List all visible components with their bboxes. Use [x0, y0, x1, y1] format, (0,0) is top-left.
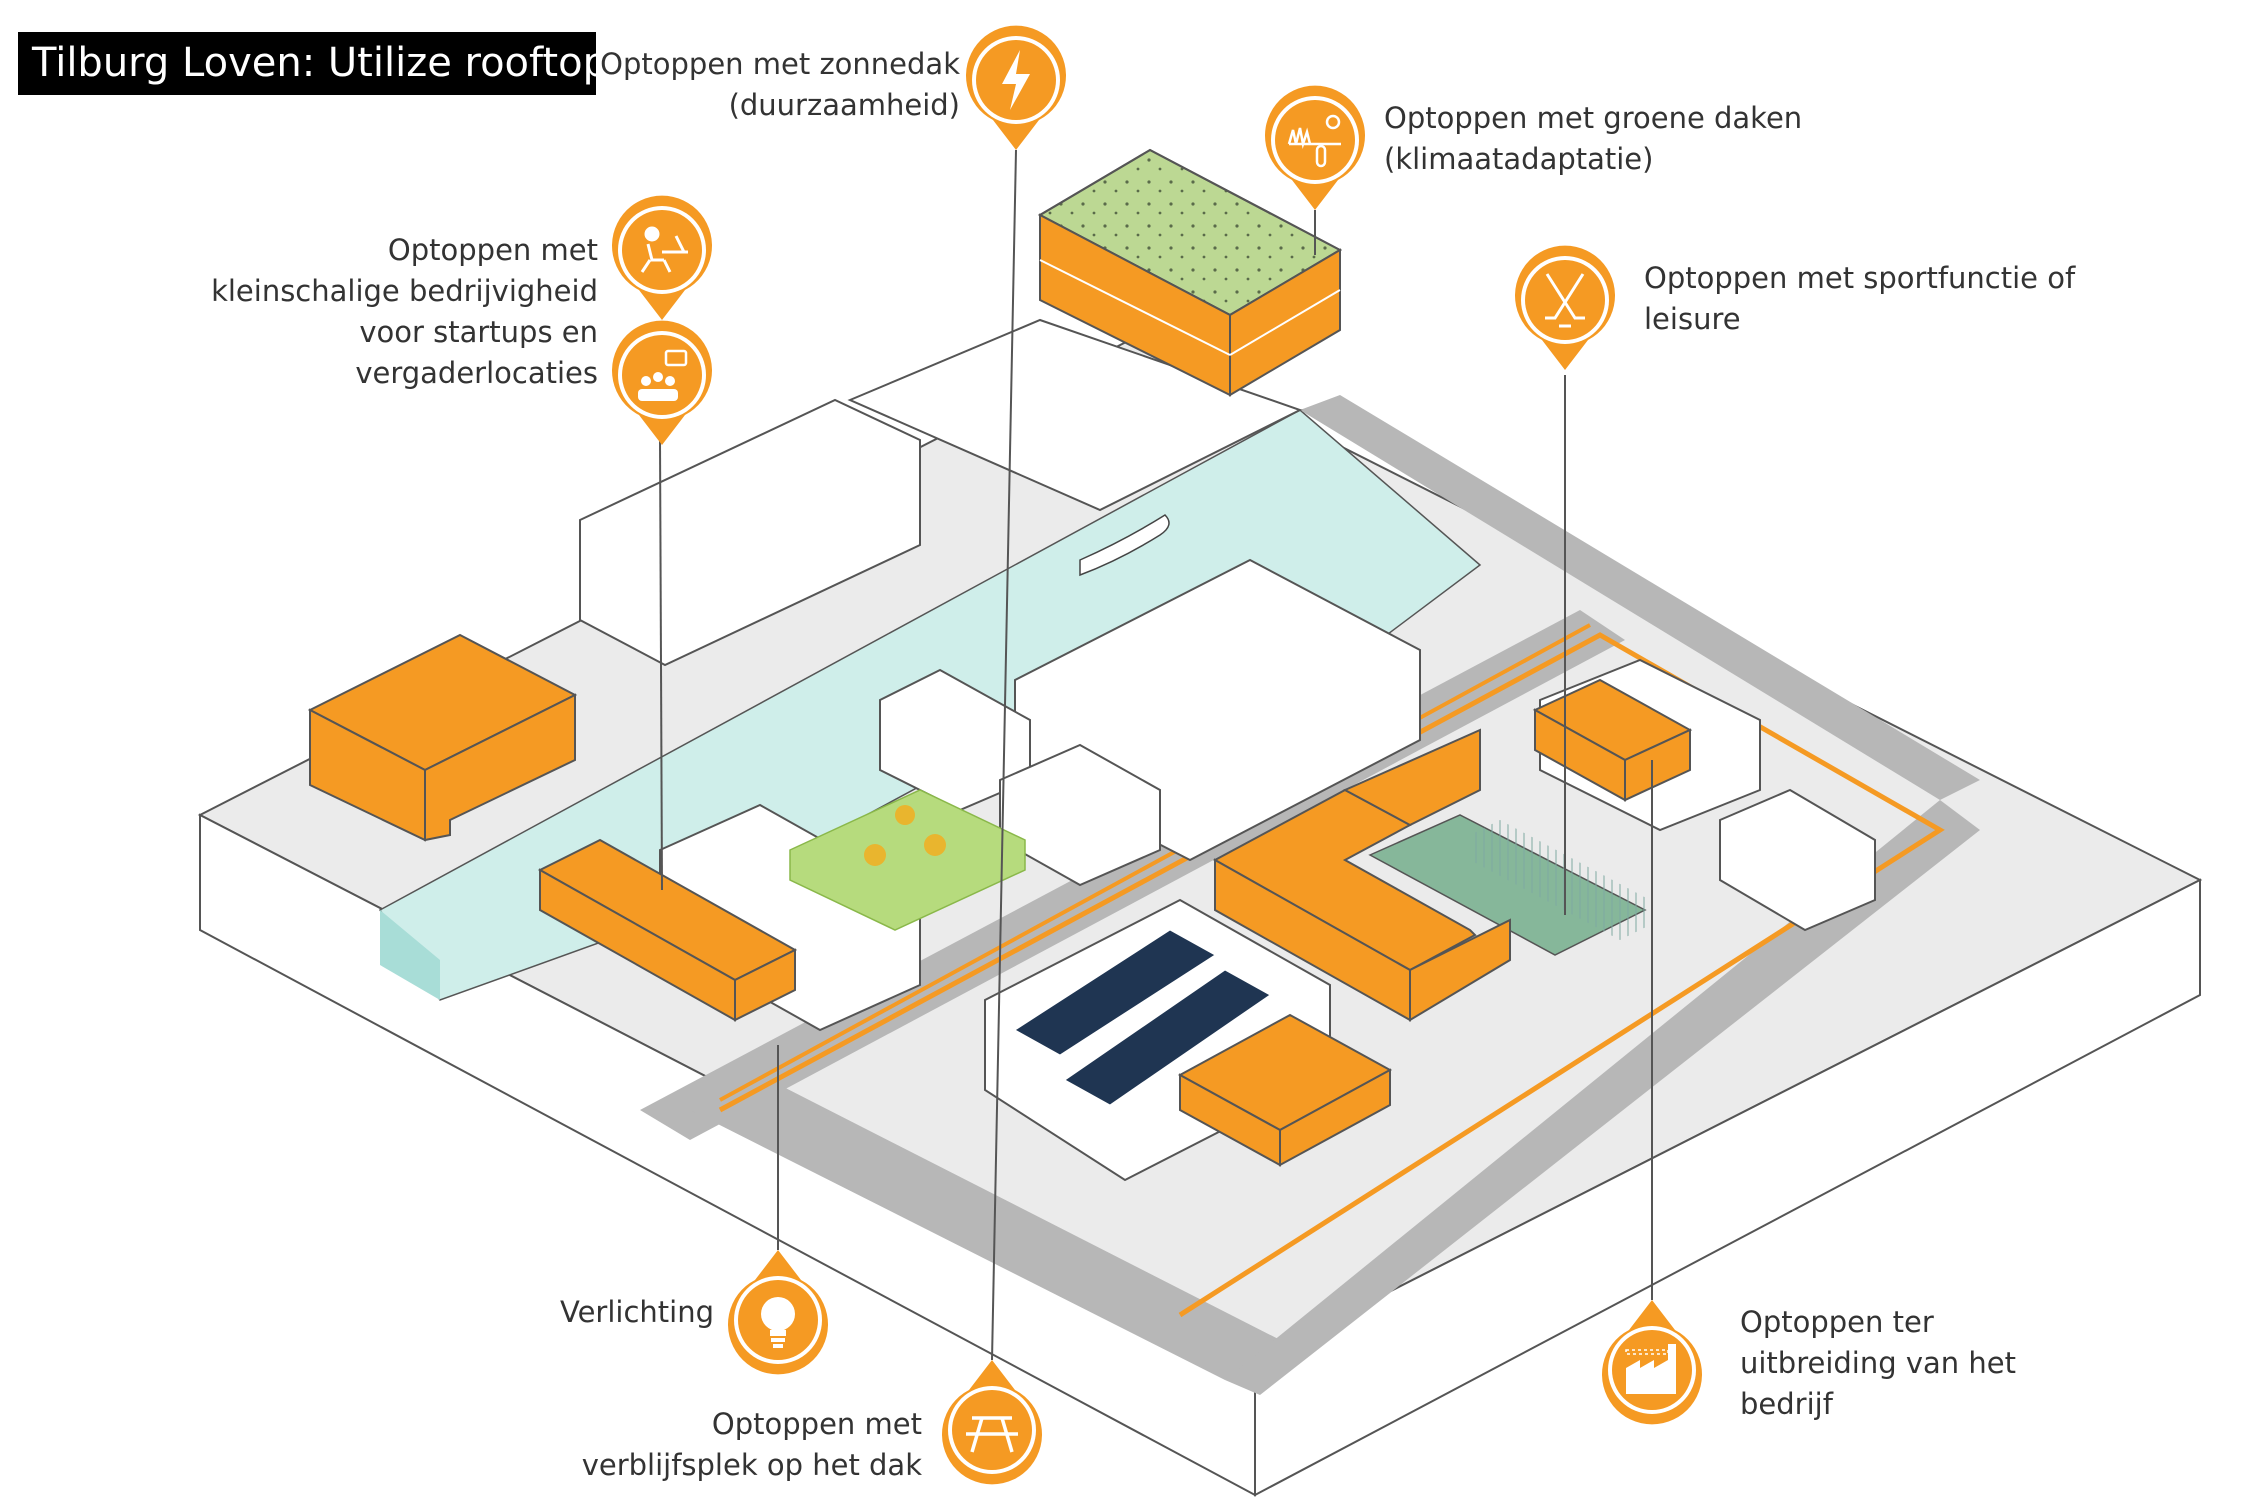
- orange-buildings: [307, 148, 1693, 1167]
- label-lighting: Verlichting: [559, 1295, 714, 1329]
- south-building: [1177, 1013, 1393, 1167]
- crossed-hockey-sticks-icon: [1545, 273, 1585, 328]
- label-solar: Optoppen met zonnedak(duurzaamheid): [600, 47, 960, 122]
- meeting-group-icon: [638, 349, 688, 401]
- expansion-building: [1532, 678, 1693, 802]
- green-park: [789, 789, 1026, 931]
- lightning-bolt-icon: [1002, 50, 1030, 110]
- callout-pins: [612, 25, 1702, 1485]
- pin-person-desk: [612, 195, 712, 320]
- grass-sun-thermometer-icon: [1287, 114, 1341, 168]
- sports-field: [1368, 814, 1650, 956]
- solar-panels: [1014, 929, 1271, 1106]
- pin-sport: [1515, 245, 1615, 370]
- pin-meeting: [612, 320, 712, 445]
- l-shaped-building: [1212, 728, 1511, 1022]
- lightbulb-icon: [761, 1297, 795, 1348]
- picnic-table-icon: [966, 1416, 1018, 1453]
- startup-building: [537, 838, 798, 1022]
- park-trees: [864, 805, 946, 866]
- pin-green-roofs: [1265, 85, 1365, 210]
- green-roof-building: [1037, 148, 1343, 397]
- pin-solar: [966, 25, 1066, 150]
- callout-leader-lines: [659, 149, 1653, 1361]
- pin-lighting: [728, 1250, 828, 1375]
- factory-icon: [1625, 1344, 1676, 1394]
- pin-expansion: [1602, 1300, 1702, 1425]
- person-at-desk-icon: [640, 226, 688, 273]
- canal-side-building: [307, 633, 578, 842]
- pin-stay: [942, 1360, 1042, 1485]
- diagram-title: Tilburg Loven: Utilize rooftops: [18, 32, 629, 95]
- label-green-roofs: Optoppen met groene daken(klimaatadaptat…: [1384, 101, 1803, 176]
